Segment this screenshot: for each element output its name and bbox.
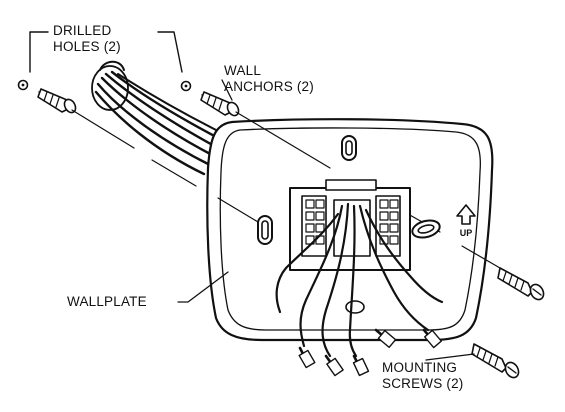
wallplate-leader-line <box>177 271 229 303</box>
drilled-holes-label-line1: DRILLED <box>53 23 112 38</box>
wallplate-label-text: WALLPLATE <box>67 294 147 309</box>
mounting-screws-label-line2: SCREWS (2) <box>382 376 464 391</box>
mounting-screws-leader-line <box>425 353 475 361</box>
alignment-line-left <box>71 109 259 223</box>
mounting-screws-label: MOUNTING SCREWS (2) <box>382 360 464 392</box>
bottom-mounting-slot <box>345 300 365 314</box>
up-arrow-icon: UP <box>456 204 476 238</box>
wire-tips <box>298 329 443 377</box>
wall-anchors-label-line2: ANCHORS (2) <box>224 79 314 94</box>
right-mounting-slot <box>411 219 441 239</box>
drilled-hole-right <box>180 80 192 92</box>
drilled-hole-left <box>17 79 29 91</box>
drilled-holes-callout-line <box>29 31 183 73</box>
up-marker-text: UP <box>460 228 473 238</box>
wallplate-label: WALLPLATE <box>67 294 147 310</box>
wall-anchor-right <box>200 91 240 117</box>
drilled-holes-label: DRILLED HOLES (2) <box>53 23 121 55</box>
terminal-block <box>289 179 411 271</box>
top-mounting-slot <box>341 135 357 161</box>
wall-anchor-left <box>37 88 77 114</box>
wall-anchors-leader-line <box>221 79 233 101</box>
wall-anchors-label: WALL ANCHORS (2) <box>224 63 314 95</box>
wall-anchors-label-line1: WALL <box>224 63 262 78</box>
drilled-holes-label-line2: HOLES (2) <box>53 39 121 54</box>
left-mounting-slot <box>257 215 273 245</box>
mounting-screw-bottom <box>471 343 520 379</box>
mounting-screw-right <box>497 267 545 301</box>
mounting-screws-label-line1: MOUNTING <box>382 360 458 375</box>
